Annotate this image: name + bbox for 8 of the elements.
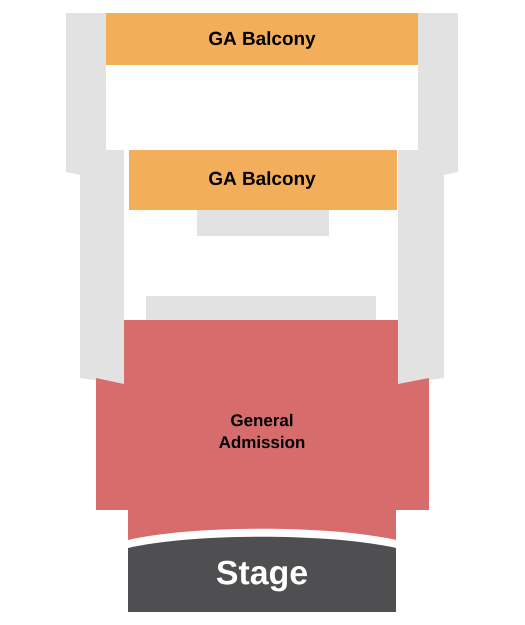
seating-section: GA Balcony (106, 13, 418, 65)
stage-area: Stage (128, 536, 396, 612)
seating-section: GA Balcony (129, 150, 397, 210)
seating-section: General Admission (96, 320, 429, 540)
side-aisle (398, 13, 458, 384)
aisle-bar (146, 296, 376, 320)
side-aisle (66, 13, 124, 384)
aisle-bar (197, 210, 329, 236)
